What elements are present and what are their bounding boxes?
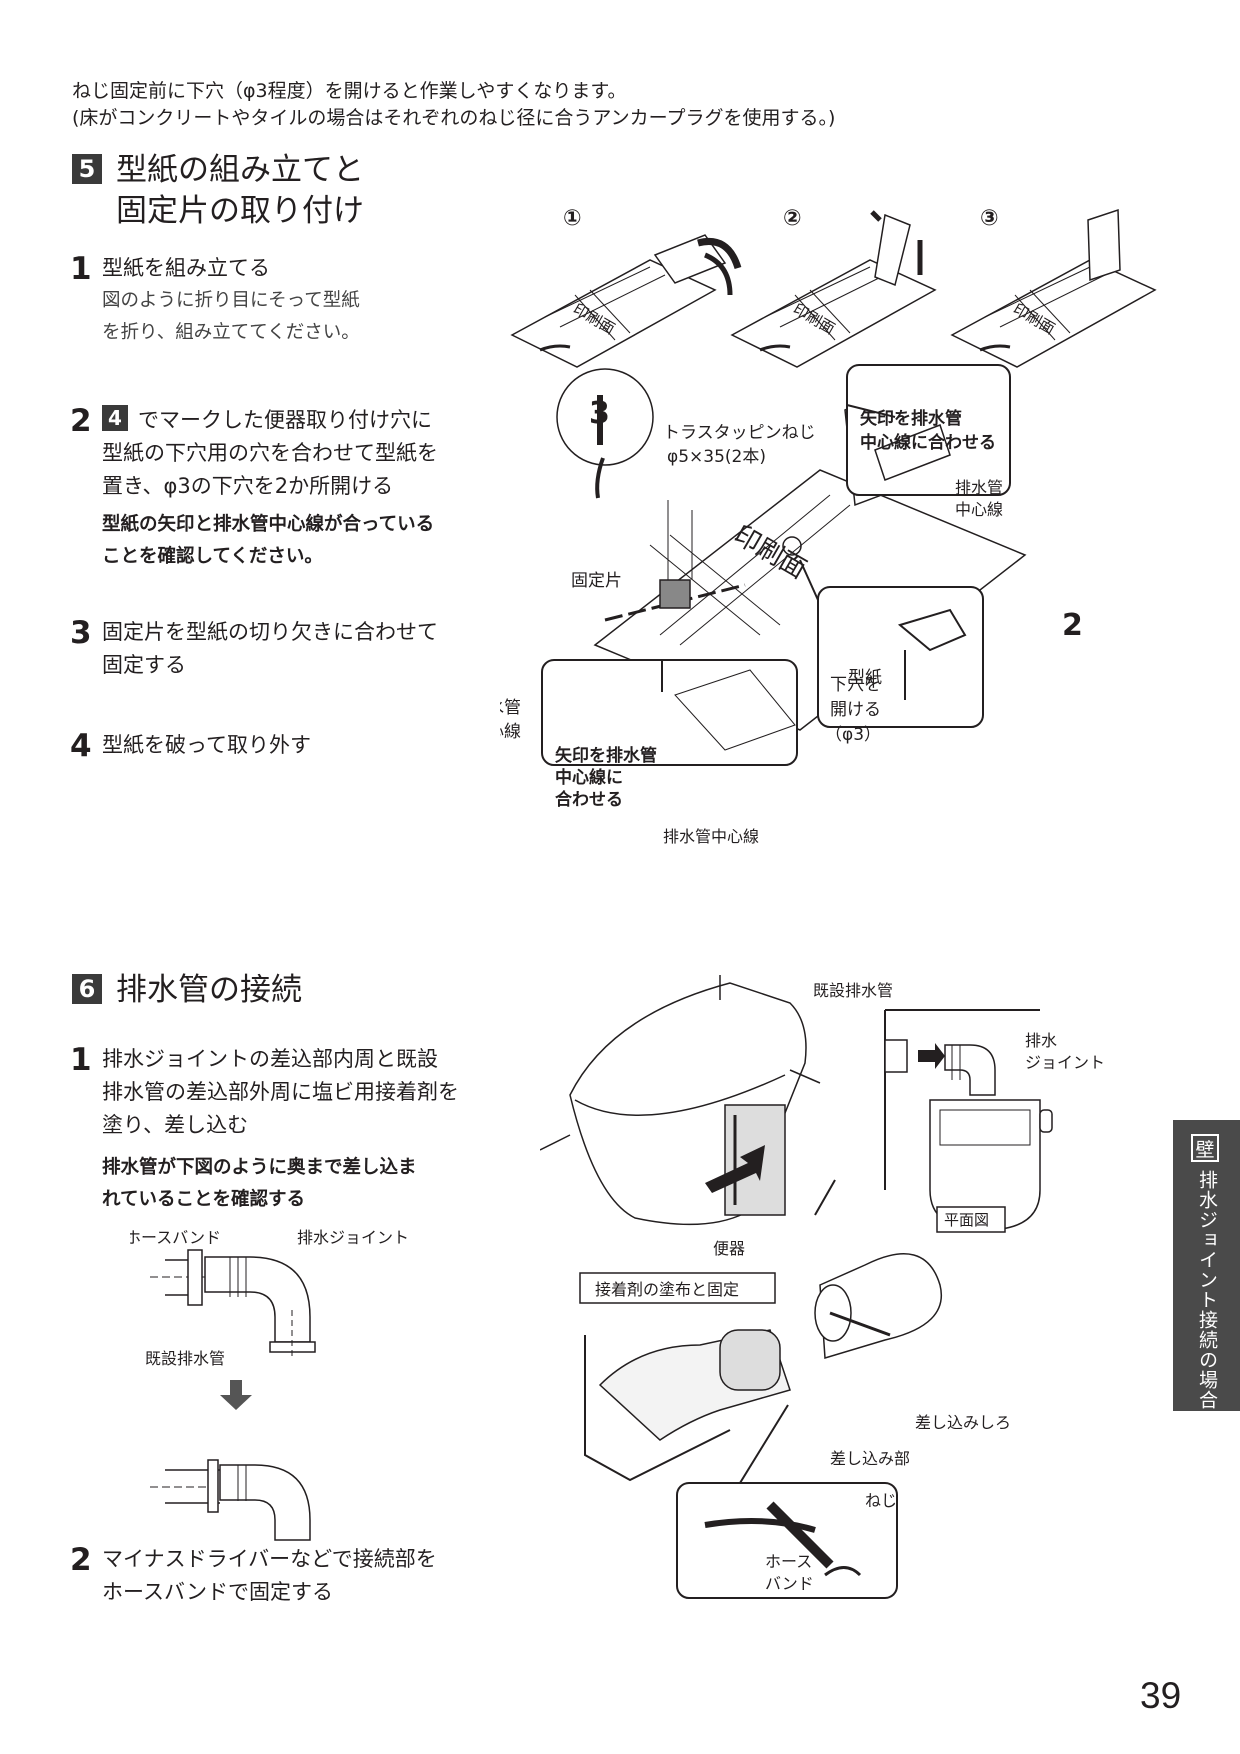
step-line-2: 排水管の差込部外周に塩ビ用接着剤を bbox=[102, 1080, 459, 1104]
toilet-label: 便器 bbox=[713, 1239, 745, 1258]
s5-step-2: 2 4 でマークした便器取り付け穴に 型紙の下穴用の穴を合わせて型紙を 置き、φ3… bbox=[70, 404, 438, 573]
side-tab-box: 壁 bbox=[1191, 1134, 1219, 1162]
screw-spec-line-1: トラスタッピンねじ bbox=[663, 423, 816, 443]
step-line-3: 塗り、差し込む bbox=[102, 1113, 249, 1137]
insert-margin-label: 差し込みしろ bbox=[915, 1413, 1011, 1432]
step-line-2: ホースバンドで固定する bbox=[102, 1580, 333, 1604]
adhesive-box bbox=[579, 1272, 776, 1304]
s5-step-1: 1 型紙を組み立てる 図のように折り目にそって型紙 を折り、組み立ててください。 bbox=[70, 252, 360, 349]
template-assembly-figure: ① ② ③ 印刷面 印刷面 印刷面 印刷面 3 トラスタッピンねじ φ5×35(… bbox=[500, 206, 1157, 846]
step-note-line-1: 排水管が下図のように奥まで差し込ま bbox=[102, 1157, 417, 1178]
callout-number-2: 2 bbox=[1062, 608, 1083, 643]
existing-pipe-top-label: 既設排水管 bbox=[813, 981, 893, 1000]
plan-view-label: 平面図 bbox=[944, 1211, 989, 1229]
toilet-illustration bbox=[540, 975, 821, 1226]
fold-step-1-label: ① bbox=[563, 206, 582, 231]
step-sub-line-2: を折り、組み立ててください。 bbox=[102, 322, 360, 343]
step-note-line-2: ことを確認してください。 bbox=[102, 546, 323, 567]
plan-view-illustration bbox=[884, 1009, 1053, 1231]
intro-note: ねじ固定前に下穴（φ3程度）を開けると作業しやすくなります。 (床がコンクリート… bbox=[72, 78, 835, 132]
hose-band-zoom-label-1: ホース bbox=[765, 1552, 812, 1571]
template-fold-step-1 bbox=[510, 234, 742, 368]
step-line-1: マイナスドライバーなどで接続部を bbox=[102, 1547, 437, 1571]
s5-step-4: 4 型紙を破って取り外す bbox=[70, 729, 311, 763]
page-number: 39 bbox=[1140, 1675, 1182, 1716]
screw-callout bbox=[556, 368, 654, 466]
template-label: 型紙 bbox=[848, 668, 882, 688]
box-bottom-text-1: 矢印を排水管 bbox=[555, 745, 657, 766]
joint-label-1: 排水 bbox=[1025, 1031, 1057, 1050]
adhesive-label: 接着剤の塗布と固定 bbox=[595, 1280, 739, 1299]
drain-center-label-2: 中心線 bbox=[500, 722, 521, 742]
section-6-title: 排水管の接続 bbox=[116, 972, 302, 1008]
section-5-number: 5 bbox=[72, 154, 102, 184]
screw-spec-line-2: φ5×35(2本) bbox=[667, 447, 766, 467]
step-text: 型紙を組み立てる bbox=[102, 256, 270, 280]
joint-label-2: ジョイント bbox=[1025, 1053, 1105, 1072]
section-ref-badge: 4 bbox=[102, 405, 128, 431]
section-5-heading: 5 型紙の組み立てと 固定片の取り付け bbox=[72, 150, 364, 232]
box-top-drain-2: 中心線 bbox=[955, 500, 1003, 519]
template-fold-step-3 bbox=[950, 208, 1157, 368]
drill-line-3: （φ3） bbox=[825, 725, 881, 745]
s6-step-2: 2 マイナスドライバーなどで接続部を ホースバンドで固定する bbox=[70, 1543, 437, 1609]
side-tab-text: 排水ジョイント接続の場合 bbox=[1196, 1170, 1218, 1410]
step-line-2: 型紙の下穴用の穴を合わせて型紙を bbox=[102, 441, 438, 465]
box-top-text-2: 中心線に合わせる bbox=[860, 432, 996, 453]
drain-joint-label: 排水ジョイント bbox=[297, 1228, 409, 1247]
step-number: 1 bbox=[70, 251, 92, 287]
section-5-title-line-2: 固定片の取り付け bbox=[116, 193, 364, 229]
box-bottom-text-3: 合わせる bbox=[555, 789, 623, 810]
section-5-title: 型紙の組み立てと 固定片の取り付け bbox=[116, 150, 364, 232]
step-line-3: 置き、φ3の下穴を2か所開ける bbox=[102, 474, 394, 498]
drain-center-label-1: 排水管 bbox=[500, 698, 521, 718]
fixing-piece-label: 固定片 bbox=[571, 571, 622, 591]
step-number: 1 bbox=[70, 1042, 92, 1078]
s5-step-3: 3 固定片を型紙の切り欠きに合わせて 固定する bbox=[70, 616, 438, 682]
fold-step-3-label: ③ bbox=[980, 206, 999, 231]
step-number: 2 bbox=[70, 1542, 92, 1578]
hose-band-zoom-box bbox=[676, 1482, 898, 1599]
section-5-title-line-1: 型紙の組み立てと bbox=[116, 152, 364, 188]
fold-step-2-label: ② bbox=[783, 206, 802, 231]
drill-line-1: 下穴を bbox=[830, 675, 881, 695]
intro-line-2: (床がコンクリートやタイルの場合はそれぞれのねじ径に合うアンカープラグを使用する… bbox=[72, 107, 836, 129]
screw-label: ねじ bbox=[865, 1491, 897, 1510]
chapter-side-tab: 壁 排水ジョイント接続の場合 bbox=[1173, 1120, 1240, 1411]
intro-line-1: ねじ固定前に下穴（φ3程度）を開けると作業しやすくなります。 bbox=[72, 80, 627, 102]
insert-part-label: 差し込み部 bbox=[830, 1449, 910, 1468]
section-6-number: 6 bbox=[72, 974, 102, 1004]
template-fold-step-2 bbox=[730, 210, 937, 368]
callout-number-3: 3 bbox=[589, 396, 610, 431]
section-6-heading: 6 排水管の接続 bbox=[72, 970, 302, 1011]
pipe-insertion-illustration bbox=[584, 1145, 942, 1482]
box-top-text-1: 矢印を排水管 bbox=[860, 408, 962, 429]
step-line-1: でマークした便器取り付け穴に bbox=[138, 408, 432, 432]
existing-pipe-label: 既設排水管 bbox=[145, 1349, 225, 1368]
step-line-2: 固定する bbox=[102, 653, 186, 677]
hose-band-zoom-label-2: バンド bbox=[765, 1574, 814, 1593]
step-sub-line-1: 図のように折り目にそって型紙 bbox=[102, 290, 360, 311]
step-number: 4 bbox=[70, 728, 92, 764]
step-number: 3 bbox=[70, 615, 92, 651]
box-bottom-text-2: 中心線に bbox=[555, 767, 623, 788]
hose-band-label: ホースバンド bbox=[130, 1228, 221, 1247]
step-number: 2 bbox=[70, 403, 92, 439]
drain-connection-figure: 既設排水管 排水 ジョイント 便器 平面図 接着剤の塗布と固定 差し込みしろ 差… bbox=[540, 975, 1105, 1599]
plan-view-box bbox=[936, 1206, 1006, 1233]
step-note-line-2: れていることを確認する bbox=[102, 1189, 305, 1210]
step-line-1: 固定片を型紙の切り欠きに合わせて bbox=[102, 620, 438, 644]
box-bottom-drain: 排水管中心線 bbox=[663, 827, 759, 846]
s6-step-1: 1 排水ジョイントの差込部内周と既設 排水管の差込部外周に塩ビ用接着剤を 塗り、… bbox=[70, 1043, 459, 1216]
step-text: 型紙を破って取り外す bbox=[102, 733, 311, 757]
box-top-drain-1: 排水管 bbox=[955, 478, 1003, 497]
step-line-1: 排水ジョイントの差込部内周と既設 bbox=[102, 1047, 438, 1071]
pipe-insertion-diagram: ホースバンド 排水ジョイント 既設排水管 bbox=[130, 1228, 409, 1541]
step-note-line-1: 型紙の矢印と排水管中心線が合っている bbox=[102, 514, 435, 535]
drill-line-2: 開ける bbox=[830, 700, 881, 720]
